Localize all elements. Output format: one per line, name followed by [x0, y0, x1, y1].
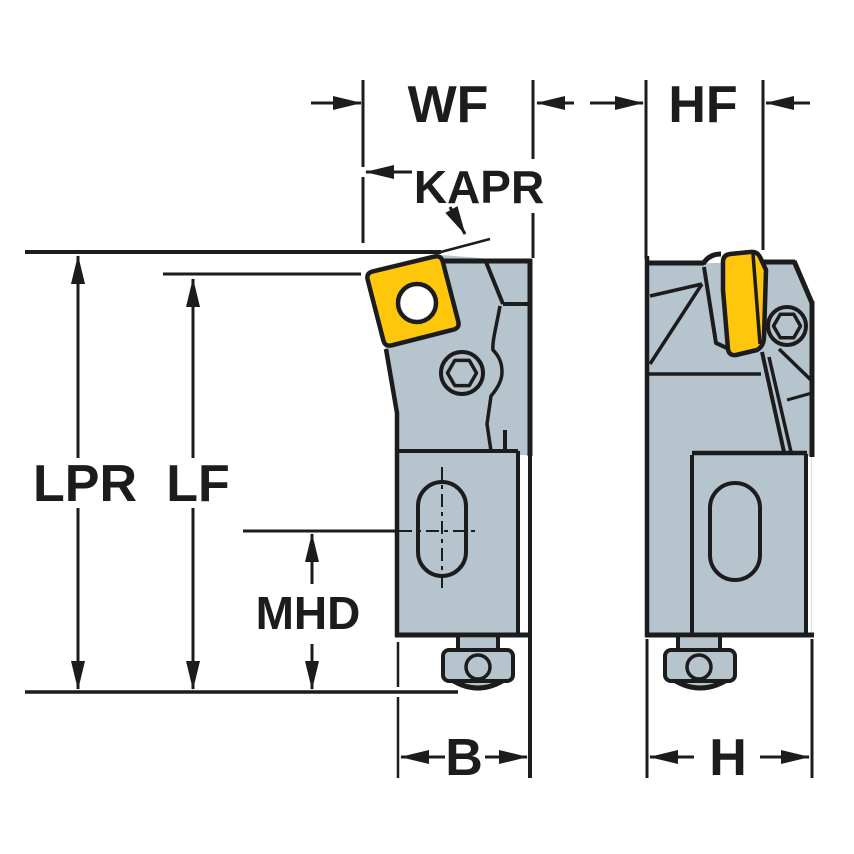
hex-socket-icon-side [771, 312, 803, 340]
head-facet-diagonal [648, 283, 704, 365]
dim-label-hf: HF [668, 76, 737, 134]
toolholder-front-view [365, 254, 533, 691]
dim-label-lf: LF [166, 455, 230, 513]
body-relief-gap-side [807, 456, 812, 633]
bottom-screw-head-side [663, 648, 737, 683]
insert-hole [395, 281, 439, 325]
holder-body-side [647, 262, 812, 635]
dimension-mhd: MHD [256, 533, 361, 690]
dimension-lf: LF [166, 278, 230, 690]
dimension-lpr: LPR [33, 255, 137, 690]
kapr-angle-line [436, 237, 491, 255]
dim-label-h: H [709, 729, 747, 787]
hex-socket-icon [445, 358, 479, 388]
mounting-slot-side [708, 481, 762, 582]
cartridge-contour-line [485, 305, 504, 452]
toolholder-side-view [644, 249, 815, 691]
dim-label-lpr: LPR [33, 455, 137, 513]
pocket-facet-line [786, 391, 813, 402]
dim-label-b: B [445, 729, 483, 787]
body-relief-gap [520, 455, 529, 633]
screw-pin-hole-side [685, 653, 713, 681]
cartridge-diagonal-outer [760, 351, 786, 453]
bottom-screw-neck-front [458, 638, 498, 650]
bottom-screw-head-front [441, 648, 515, 683]
dimension-wf: WF [311, 76, 574, 134]
dim-label-kapr: KAPR [414, 161, 544, 213]
dim-label-wf: WF [408, 76, 489, 134]
dimension-h: H [649, 729, 810, 787]
top-right-chamfer [791, 260, 815, 304]
kapr-leader-arrow [445, 206, 467, 235]
insert-side-facet-line [751, 253, 762, 345]
holder-body-front [367, 255, 530, 637]
dimension-hf: HF [590, 76, 810, 134]
body-left-edge [383, 348, 400, 637]
dimension-b: B [400, 729, 528, 787]
clamp-edge-line [702, 266, 730, 351]
screw-pin-hole-front [464, 653, 492, 681]
screw-chamfer-line [777, 347, 814, 383]
bottom-screw-neck-side [678, 638, 720, 650]
clamp-hump-edge [700, 251, 722, 266]
shim-edge-line [484, 261, 505, 305]
cartridge-diagonal-inner [767, 356, 793, 453]
head-facet-line [649, 282, 703, 298]
dim-label-mhd: MHD [256, 587, 361, 639]
dimension-kapr: KAPR [365, 161, 544, 235]
extension-lines [25, 80, 814, 778]
